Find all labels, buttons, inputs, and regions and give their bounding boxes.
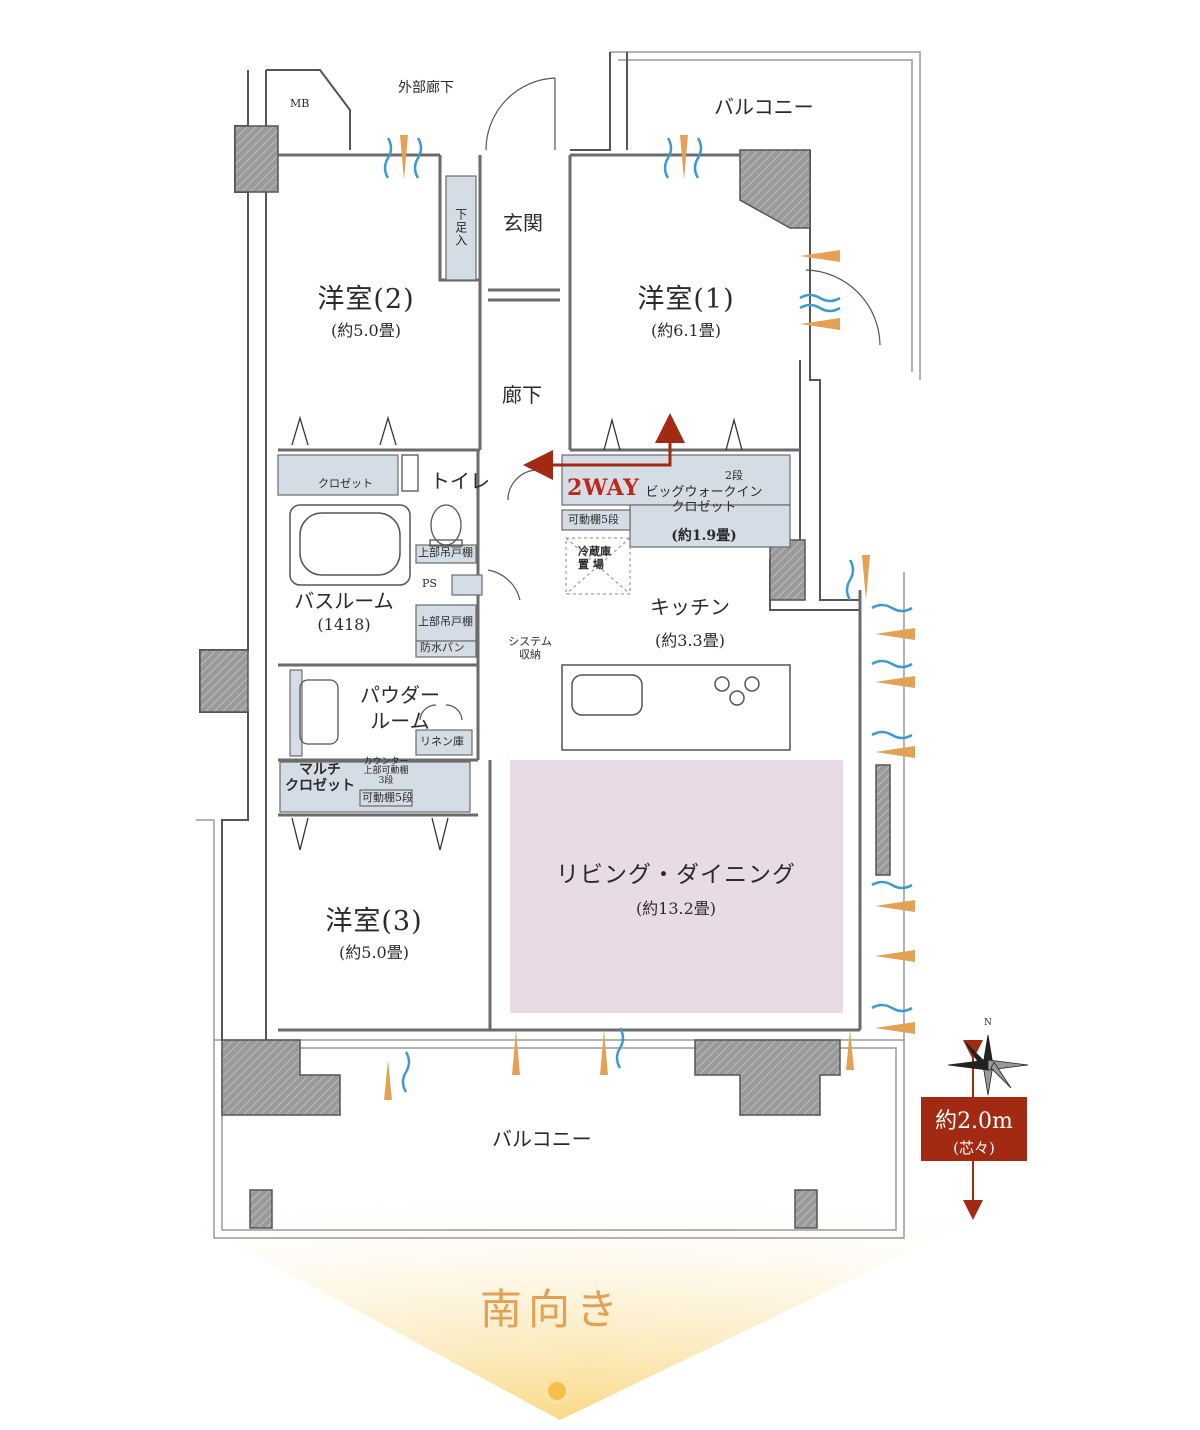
sunlight-arrows (384, 135, 915, 1100)
external-corridor-label: 外部廊下 (398, 80, 454, 96)
closet-label: クロゼット (318, 477, 373, 490)
exterior-walls (199, 52, 860, 1040)
bathtub (289, 504, 411, 586)
walkin-closet-lower (629, 504, 791, 548)
shoe-storage-label: 下足入 (453, 208, 468, 247)
structural-columns (199, 125, 891, 1229)
upper-cabinet-wash-label: 上部吊戸棚 (418, 615, 473, 628)
bath-wall-strip (289, 669, 303, 757)
living-dining-area (510, 760, 843, 1013)
height-note: (芯々) (953, 1139, 995, 1157)
living-name: リビング・ダイニング (556, 862, 796, 888)
walkin-closet (561, 454, 791, 506)
sun-icon (544, 1378, 570, 1404)
kitchen-counter (561, 664, 791, 751)
western3-size: (約5.0畳) (339, 943, 409, 962)
balcony-outlines (196, 51, 921, 1239)
balcony-top-label: バルコニー (714, 95, 814, 119)
kitchen-name: キッチン (650, 595, 730, 619)
two-way-arrows (523, 413, 685, 480)
two-way-label: 2WAY (567, 475, 640, 501)
interior-walls (278, 153, 862, 1032)
movable-shelf-multi (359, 789, 413, 807)
entrance-label: 玄関 (503, 211, 543, 235)
compass-n-label: N (984, 1018, 992, 1028)
corridor-label: 廊下 (502, 383, 542, 407)
upper-cabinet-toilet-label: 上部吊戸棚 (418, 546, 473, 559)
movable-shelf-wic (561, 509, 631, 531)
ps-shaft (451, 574, 483, 596)
bathroom-size: (1418) (317, 615, 371, 634)
sunlight-glow (60, 1150, 1120, 1420)
western3-name: 洋室(3) (325, 906, 423, 937)
closet-door-marks (291, 415, 743, 851)
walkin-size: (約1.9畳) (671, 528, 737, 544)
kitchen-size: (約3.3畳) (655, 631, 725, 650)
storage-areas (277, 175, 791, 813)
living-size: (約13.2畳) (635, 899, 717, 918)
multi-closet-name: マルチ クロゼット (285, 762, 355, 795)
western1-size: (約6.1畳) (651, 321, 721, 340)
system-storage-label: システム 収納 (508, 635, 552, 661)
waterproof-pan-label: 防水パン (420, 641, 465, 654)
linen-label: リネン庫 (420, 735, 464, 748)
south-facing-label: 南向き (479, 1285, 625, 1334)
movable-shelf-multi-label: 可動棚5段 (362, 791, 413, 804)
western2-name: 洋室(2) (317, 284, 415, 315)
ceiling-height-badge: 約2.0m (芯々) (921, 1097, 1027, 1161)
two-shelves-label: 2段 (725, 469, 743, 482)
height-value: 約2.0m (935, 1109, 1013, 1134)
compass-icon (947, 1034, 1029, 1096)
bathroom-name: バスルーム (294, 589, 394, 613)
mb-label: MB (290, 97, 310, 110)
fridge-label: 冷蔵庫 置 場 (578, 545, 611, 571)
upper-cabinet-wash (415, 604, 477, 642)
toilet-fixture (401, 454, 463, 547)
powder-room-name: パウダー ルーム (360, 683, 440, 733)
ps-label: PS (422, 577, 437, 590)
shoe-storage (445, 175, 477, 281)
movable-shelf-wic-label: 可動棚5段 (568, 513, 619, 526)
counter-shelf-label: カウンター 上部可動棚 3段 (363, 757, 409, 786)
linen-cabinet (415, 729, 473, 756)
wind-arrows (383, 137, 913, 1093)
balcony-bottom-label: バルコニー (492, 1127, 592, 1151)
door-swings (419, 77, 881, 721)
western2-size: (約5.0畳) (331, 321, 401, 340)
walkin-name: ビッグウォークイン クロゼット (645, 485, 763, 515)
toilet-label: トイレ (430, 469, 490, 493)
closet-western2 (277, 454, 399, 496)
wash-basin (299, 679, 339, 745)
fridge-area (565, 537, 631, 595)
western1-name: 洋室(1) (637, 284, 735, 315)
waterproof-pan (415, 640, 477, 658)
